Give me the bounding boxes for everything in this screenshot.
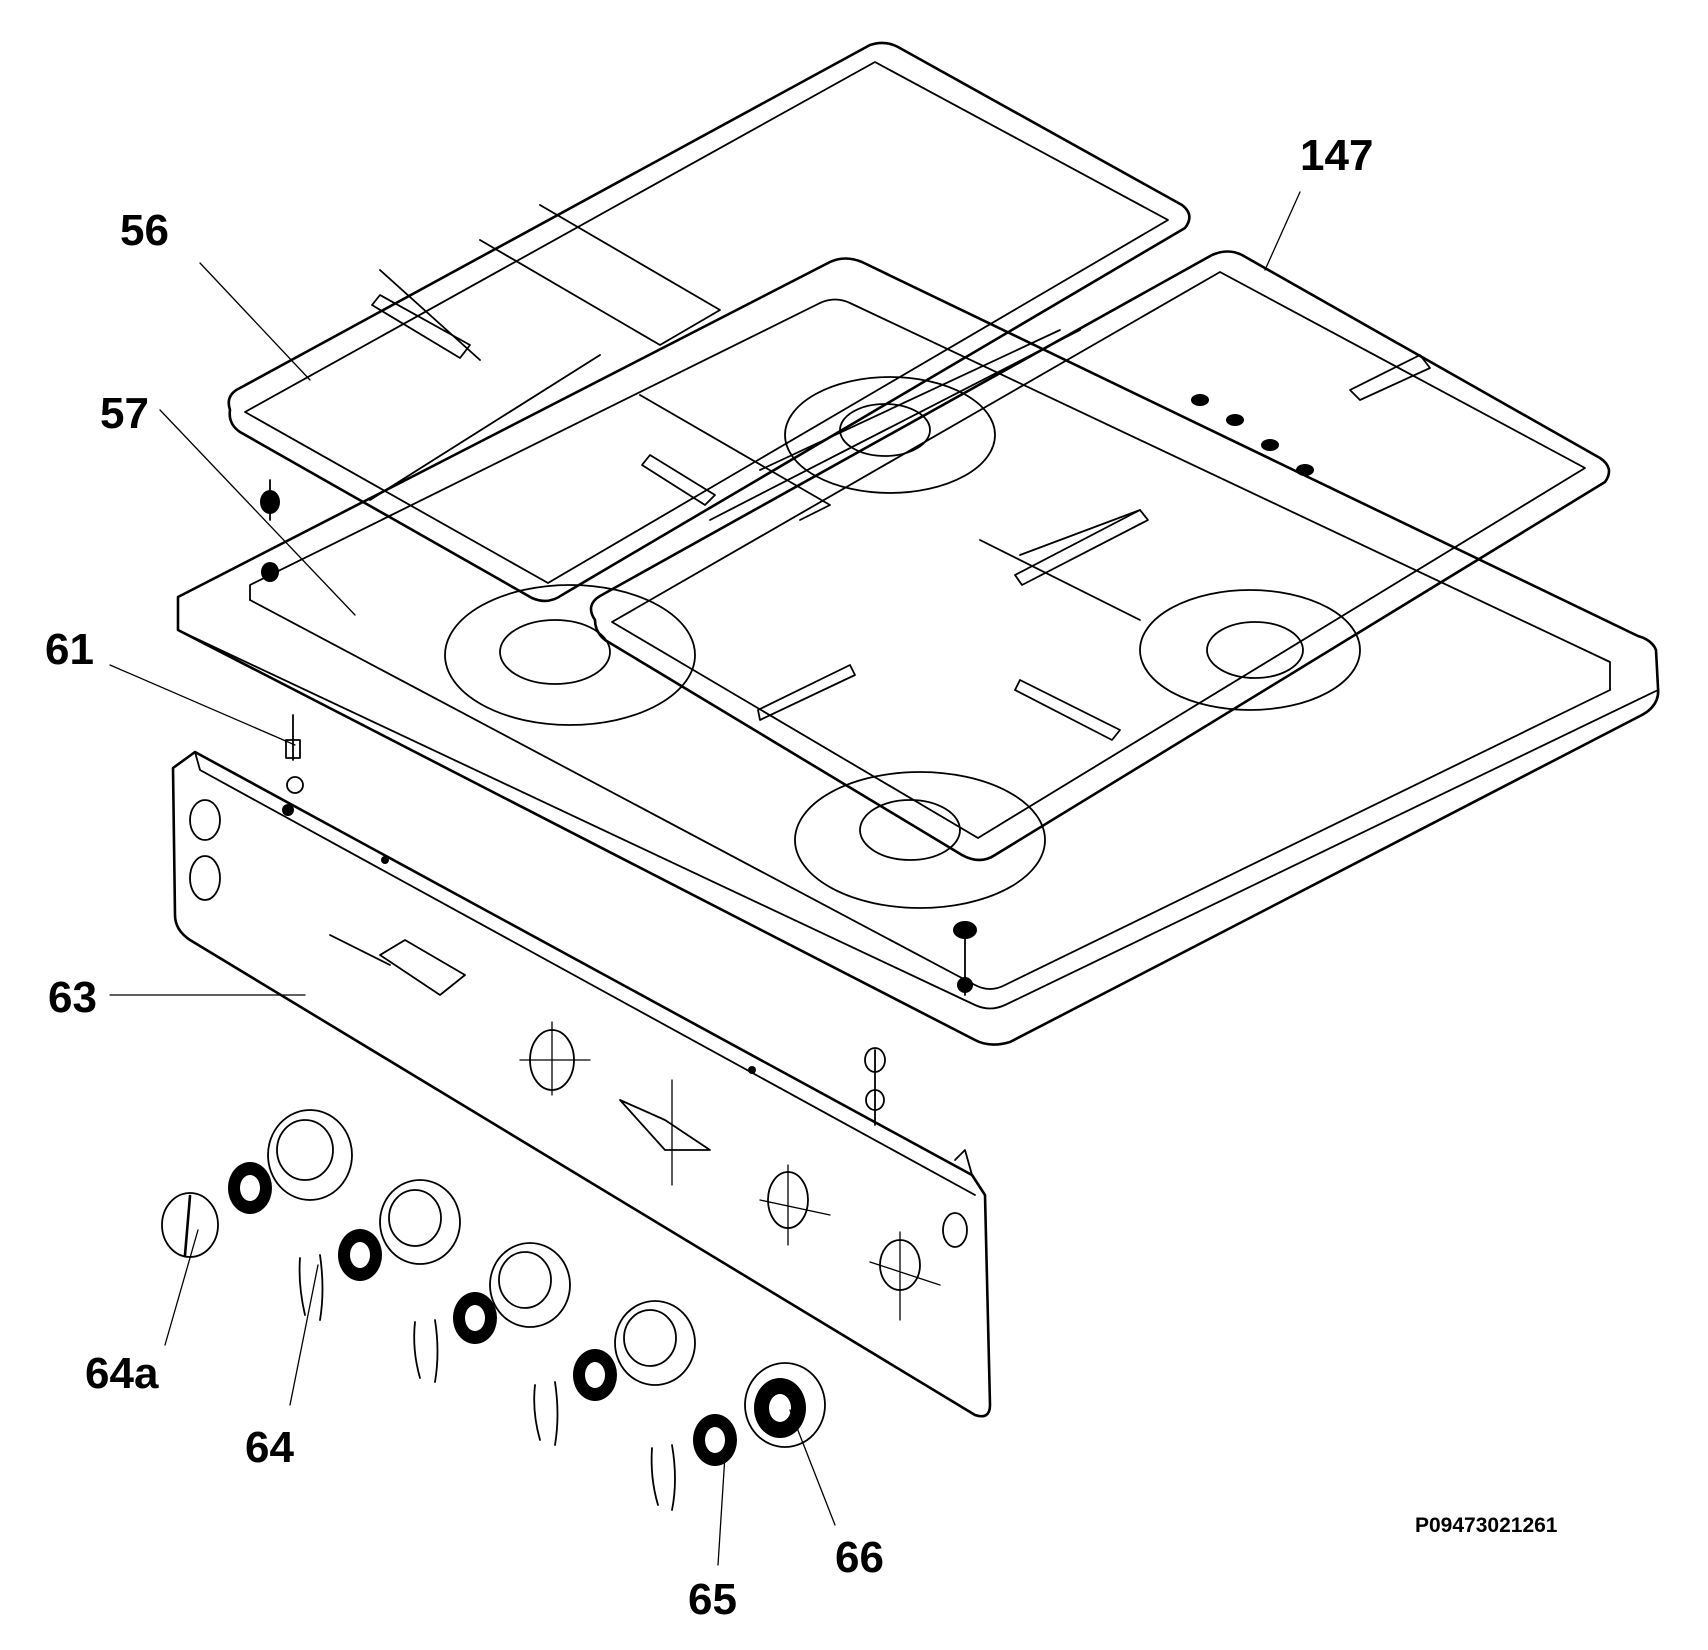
leader-65 [717, 1454, 726, 1566]
label-63: 63 [48, 973, 97, 1022]
label-64: 64 [245, 1423, 294, 1472]
label-57: 57 [100, 389, 149, 438]
panel-screws [285, 714, 886, 1126]
control-panel [171, 750, 992, 1418]
leader-147 [1264, 191, 1301, 271]
hob-top-plate [176, 257, 1660, 1046]
leader-64 [289, 1264, 319, 1406]
label-64a: 64a [85, 1349, 159, 1398]
part-labels: 147 56 57 61 63 64a 64 65 66 P0947302126… [45, 131, 1558, 1624]
control-knobs [161, 1109, 826, 1511]
label-66: 66 [835, 1533, 884, 1582]
leader-56 [199, 262, 311, 381]
label-56: 56 [120, 206, 169, 255]
leader-61 [109, 664, 296, 746]
drawing-code: P09473021261 [1415, 1514, 1558, 1537]
leader-64a [164, 1229, 199, 1346]
label-65: 65 [688, 1575, 737, 1624]
pan-support-grates [227, 41, 1611, 862]
label-61: 61 [45, 625, 94, 674]
leader-lines [109, 191, 1301, 1566]
label-147: 147 [1300, 131, 1373, 180]
leader-66 [789, 1409, 836, 1526]
leader-57 [159, 409, 356, 616]
